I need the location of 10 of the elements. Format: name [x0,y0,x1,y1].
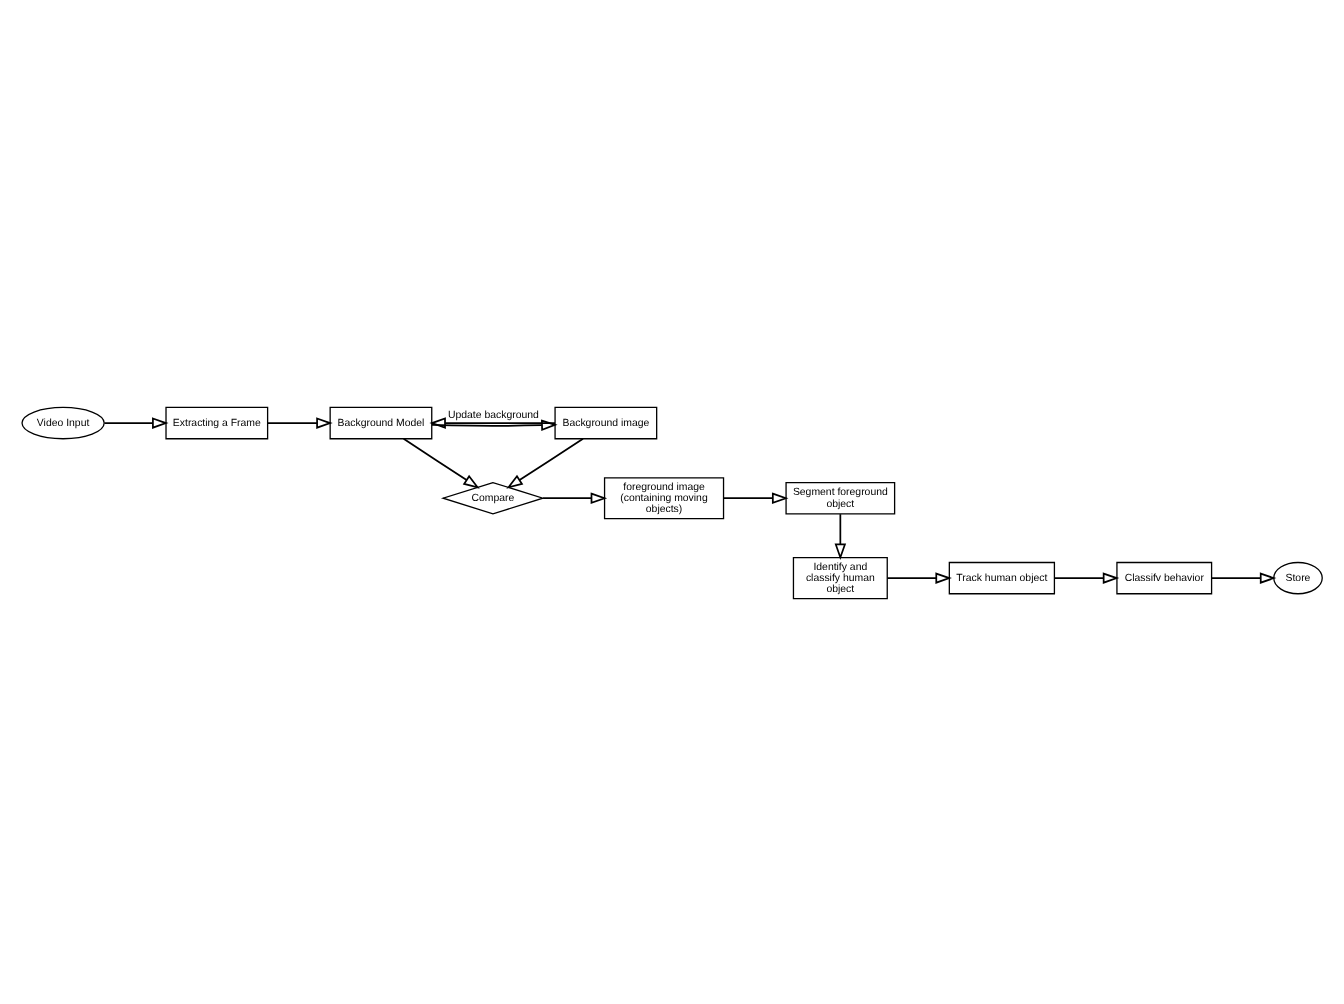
arrow [402,436,480,488]
arrow [103,416,169,428]
arrow [266,416,333,428]
arrow [1210,571,1277,583]
arrow [722,491,789,503]
arrow [506,436,584,488]
arrow [1053,571,1120,583]
arrow [542,491,608,503]
arrow [834,512,847,560]
arrow [886,571,952,583]
